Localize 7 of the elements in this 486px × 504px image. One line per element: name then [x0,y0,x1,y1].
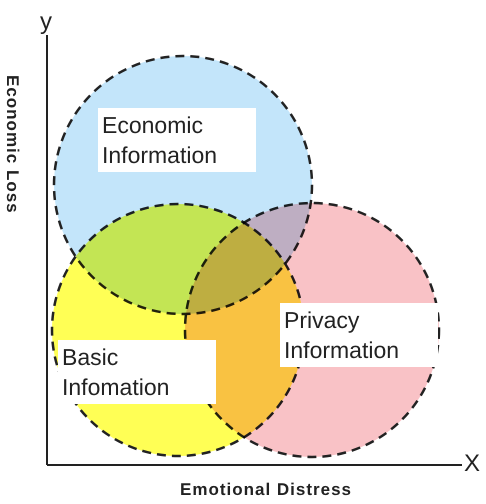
axis-title: Economic Loss [2,75,22,214]
axis-label: y [40,8,52,36]
set-label: Economic Information [98,108,256,172]
set-label: Basic Infomation [58,340,216,404]
axis-label: X [464,450,480,478]
axis-title: Emotional Distress [180,480,352,500]
set-label: Privacy Information [280,303,438,367]
